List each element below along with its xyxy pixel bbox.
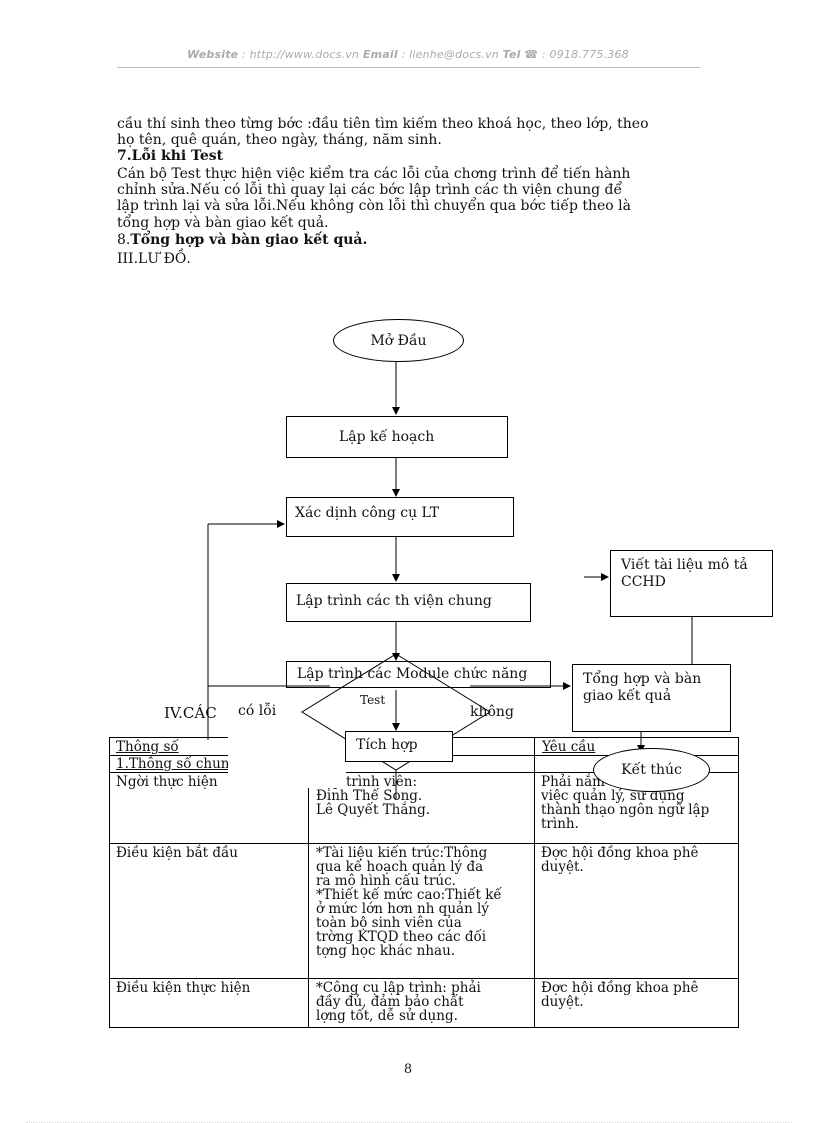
email-value: : lienhe@docs.vn bbox=[397, 48, 503, 61]
flow-docs-node: Viết tài liệu mô tả CCHD bbox=[610, 550, 773, 617]
flow-docs-line: Viết tài liệu mô tả bbox=[621, 557, 748, 573]
row2-desc-line: trờng KTQD theo các đối bbox=[316, 929, 487, 945]
row2-req-line: duyệt. bbox=[541, 859, 584, 875]
table-col-divider-2 bbox=[534, 737, 535, 1028]
para7-line-4: tổng hợp và bàn giao kết quả. bbox=[117, 215, 329, 231]
row1-req-line: thành thạo ngôn ngữ lập bbox=[541, 802, 710, 818]
website-value: : http://www.docs.vn bbox=[238, 48, 363, 61]
heading-8-text: Tổng hợp và bàn giao kết quả. bbox=[130, 232, 368, 248]
row2-desc-line: toàn bộ sinh viên của bbox=[316, 915, 462, 931]
heading-7: 7.Lỗi khi Test bbox=[117, 148, 224, 164]
phone-icon: ☎ bbox=[520, 48, 539, 61]
row3-param: Điều kiện thực hiện bbox=[116, 980, 251, 996]
row3-desc-line: đầy đủ, đảm bảo chất bbox=[316, 994, 464, 1010]
row3-req-line: duyệt. bbox=[541, 994, 584, 1010]
row3-desc-line: *Công cụ lập trình: phải bbox=[316, 980, 481, 996]
page-header: Website : http://www.docs.vn Email : lie… bbox=[0, 48, 816, 61]
body-line-2: họ tên, quê quán, theo ngày, tháng, năm … bbox=[117, 132, 442, 148]
flow-start-node: Mở Đầu bbox=[333, 319, 464, 362]
body-line-1: cầu thí sinh theo từng bớc :đầu tiên tìm… bbox=[117, 116, 649, 132]
flow-docs-line: CCHD bbox=[621, 574, 666, 590]
table-row-divider-2 bbox=[109, 772, 739, 773]
heading-8: 8.Tổng hợp và bàn giao kết quả. bbox=[117, 233, 367, 248]
flowchart-backdrop bbox=[228, 688, 346, 788]
para7-line-1: Cán bộ Test thực hiện việc kiểm tra các … bbox=[117, 166, 631, 182]
row1-desc-line: Lê Quyết Thắng. bbox=[316, 802, 431, 818]
row1-req-line: trình. bbox=[541, 816, 579, 832]
flow-end-node: Kết thúc bbox=[593, 748, 710, 792]
flow-summary-line: Tổng hợp và bàn bbox=[583, 671, 702, 687]
row2-param: Điều kiện bắt đầu bbox=[116, 845, 238, 861]
row2-desc-line: *Thiết kế mức cao:Thiết kế bbox=[316, 887, 502, 903]
row2-req: Đợc hội đồng khoa phê duyệt. bbox=[541, 846, 731, 874]
para7-line-3: lập trình lại và sửa lỗi.Nếu không còn l… bbox=[117, 198, 631, 214]
page-number: 8 bbox=[403, 1062, 413, 1077]
th-req: Yêu cầu bbox=[542, 739, 596, 755]
tel-label: Tel bbox=[502, 48, 521, 61]
table-row-divider-4 bbox=[109, 978, 739, 979]
table-col-divider-1 bbox=[308, 737, 309, 1028]
heading-8-number: 8. bbox=[117, 232, 131, 248]
row2-desc-line: ra mô hình cấu trúc. bbox=[316, 873, 456, 889]
row2-desc-line: tợng học khác nhau. bbox=[316, 943, 456, 959]
flow-no-error-label: không bbox=[470, 704, 514, 720]
tel-value: : 0918.775.368 bbox=[538, 48, 629, 61]
header-rule bbox=[117, 67, 700, 68]
row3-desc-line: lợng tốt, dễ sử dụng. bbox=[316, 1008, 458, 1024]
flow-tools-node: Xác dịnh công cụ LT bbox=[286, 497, 514, 537]
row1-param: Ngời thực hiện bbox=[116, 774, 218, 790]
flow-library-node: Lập trình các th viện chung bbox=[286, 583, 531, 622]
email-label: Email bbox=[362, 48, 398, 61]
flow-modules-node: Lập trình các Module chức năng bbox=[286, 661, 551, 688]
row3-req: Đợc hội đồng khoa phê duyệt. bbox=[541, 981, 731, 1009]
heading-3: III.LƯ ĐỒ. bbox=[117, 251, 191, 267]
flow-integrate-node: Tích hợp bbox=[345, 731, 453, 762]
website-label: Website bbox=[187, 48, 239, 61]
flow-summary-line: giao kết quả bbox=[583, 688, 672, 704]
row1-req-line: việc quản lý, sử dụng bbox=[541, 788, 685, 804]
row2-desc-line: ở mức lớn hơn nh quản lý bbox=[316, 901, 490, 917]
section-4-label: IV.CÁC bbox=[164, 704, 217, 722]
flow-summary-node: Tổng hợp và bàn giao kết quả bbox=[572, 664, 731, 732]
row3-req-line: Đợc hội đồng khoa phê bbox=[541, 980, 699, 996]
table-group-row: 1.Thông số chung bbox=[116, 756, 239, 772]
flow-plan-node: Lập kế hoạch bbox=[286, 416, 508, 458]
row2-desc-line: *Tài liệu kiến trúc:Thông bbox=[316, 845, 488, 861]
row2-desc: *Tài liệu kiến trúc:Thông qua kế hoạch q… bbox=[316, 846, 528, 958]
table-row-divider-3 bbox=[109, 843, 739, 844]
flow-test-label: Test bbox=[360, 693, 386, 707]
row3-desc: *Công cụ lập trình: phải đầy đủ, đảm bảo… bbox=[316, 981, 528, 1023]
flow-error-label: có lỗi bbox=[238, 703, 277, 719]
th-param: Thông số bbox=[116, 739, 179, 755]
row2-req-line: Đợc hội đồng khoa phê bbox=[541, 845, 699, 861]
para7-line-2: chỉnh sửa.Nếu có lỗi thì quay lại các bớ… bbox=[117, 182, 623, 198]
row2-desc-line: qua kế hoạch quản lý đa bbox=[316, 859, 484, 875]
